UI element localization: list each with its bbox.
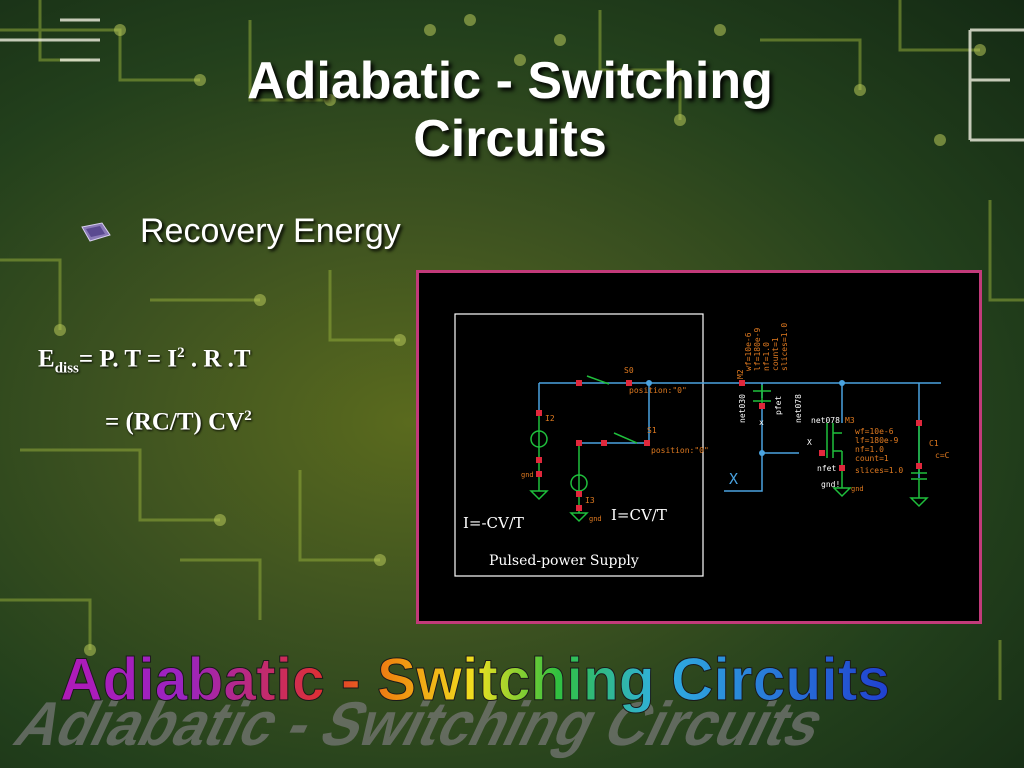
equation-rc: = (RC/T) CV2 [105, 408, 252, 436]
chip-bullet-icon [81, 221, 111, 242]
m2-params: wf=10e-6 lf=180e-9 nf=1.0 count=1 slices… [744, 323, 789, 371]
m2-label: M2 [736, 369, 745, 379]
bullet-item: Recovery Energy [78, 212, 401, 251]
m3-label: M3 [845, 416, 855, 425]
x-node-label: X [807, 438, 812, 447]
svg-text:slices=1.0: slices=1.0 [780, 323, 789, 371]
wordart-shadow: Adiabatic - Switching Circuits [5, 689, 837, 758]
c1-label: C1 [929, 439, 939, 448]
wordart-title: Adiabatic - Switching Circuits [60, 646, 890, 713]
svg-text:count=1: count=1 [855, 454, 889, 463]
node-dots [536, 380, 922, 511]
s1-label: S1 [647, 426, 657, 435]
gnd-bang-label: gnd! [821, 480, 840, 489]
i3-label: I3 [585, 496, 595, 505]
gnd-label-3: gnd [851, 485, 864, 493]
net030-label: net030 [738, 394, 747, 423]
pulsed-supply-box [454, 313, 704, 577]
pulsed-supply-label: Pulsed-power Supply [489, 553, 639, 569]
bullet-text: Recovery Energy [140, 212, 401, 250]
svg-text:nf=1.0: nf=1.0 [855, 445, 884, 454]
pfet-label: pfet [774, 396, 783, 415]
schematic-panel: S0 position:"0" S1 position:"0" I2 I3 M3… [416, 270, 982, 624]
gnd-label-1: gnd [521, 471, 534, 479]
svg-text:wf=10e-6: wf=10e-6 [744, 332, 753, 371]
net078-rotated-label: net078 [794, 394, 803, 423]
m3-params: wf=10e-6 lf=180e-9 nf=1.0 count=1 slices… [855, 427, 903, 475]
nfet-label: nfet [817, 464, 836, 473]
i2-label: I2 [545, 414, 555, 423]
x-small-label: x [759, 418, 764, 427]
svg-text:lf=180e-9: lf=180e-9 [855, 436, 899, 445]
slide-title: Adiabatic - Switching Circuits [247, 52, 773, 168]
svg-text:wf=10e-6: wf=10e-6 [855, 427, 894, 436]
svg-text:count=1: count=1 [771, 337, 780, 371]
gnd-label-2: gnd [589, 515, 602, 523]
x-output-label: X [729, 470, 738, 488]
svg-text:slices=1.0: slices=1.0 [855, 466, 903, 475]
s1-position-label: position:"0" [651, 446, 709, 455]
s0-label: S0 [624, 366, 634, 375]
c-value-label: c=C [935, 451, 950, 460]
wordart-footer: Adiabatic - Switching Circuits Adiabatic… [0, 638, 1024, 768]
formula-left: I=-CV/T [463, 514, 524, 532]
formula-right: I=CV/T [611, 506, 667, 524]
s0-position-label: position:"0" [629, 386, 687, 395]
equation-dissipation: Ediss= P. T = I2 . R .T [38, 345, 251, 377]
net078-label: net078 [811, 416, 840, 425]
svg-text:lf=180e-9: lf=180e-9 [753, 327, 762, 371]
svg-text:nf=1.0: nf=1.0 [762, 342, 771, 371]
